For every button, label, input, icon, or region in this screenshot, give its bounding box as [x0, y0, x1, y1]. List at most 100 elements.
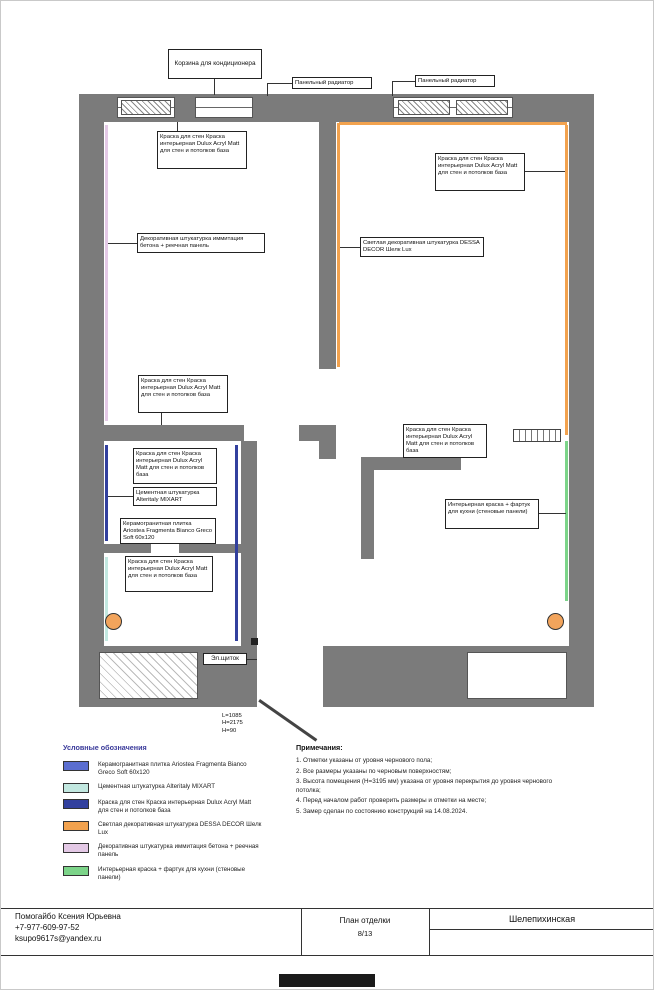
- titleblock-divider-1: [301, 908, 302, 955]
- leader-line: [247, 659, 257, 660]
- legend-swatch-decor-plaster: [63, 843, 89, 854]
- finish-strip-paint-bath-left: [105, 445, 108, 541]
- balcony-left: [99, 652, 198, 699]
- riser-symbol-right: [547, 613, 564, 630]
- legend-item-cement: Цементная штукатурка Alteritaly MIXART: [63, 783, 281, 794]
- finish-strip-paint-bath-right: [235, 445, 238, 641]
- note-item: 3. Высота помещения (Н=3195 мм) указана …: [296, 778, 553, 794]
- door-dim-width: L=1085: [222, 713, 242, 719]
- finish-strip-decor-plaster: [105, 125, 108, 421]
- finish-strip-light-decor-divider: [337, 123, 340, 367]
- titleblock-rule-top: [1, 908, 653, 909]
- legend-swatch-light-decor: [63, 821, 89, 832]
- wall-room-left-b: [299, 425, 319, 441]
- note-item: 4. Перед началом работ проверить размеры…: [296, 797, 487, 804]
- legend-label: Краска для стен Краска интерьерная Dulux…: [98, 799, 252, 815]
- titleblock-author-block: Помогайбо Ксения Юрьевна +7-977-609-97-5…: [15, 912, 121, 944]
- leader-line: [267, 83, 292, 84]
- legend-item-kitchen: Интерьерная краска + фартук для кухни (с…: [63, 865, 281, 882]
- legend-item-paint: Краска для стен Краска интерьерная Dulux…: [63, 799, 281, 815]
- legend: Условные обозначения Керамогранитная пли…: [63, 743, 281, 888]
- radiator-symbol-right-2: [456, 100, 508, 115]
- leader-line: [177, 122, 178, 131]
- leader-line: [214, 79, 215, 95]
- entrance-opening: [257, 646, 323, 707]
- legend-label: Светлая декоративная штукатурка DESSA DE…: [98, 821, 262, 837]
- callout-radiator-right: Панельный радиатор: [415, 75, 495, 87]
- callout-paint-left-mid: Краска для стен Краска интерьерная Dulux…: [138, 375, 228, 413]
- sheet-number: 8/13: [357, 929, 373, 938]
- callout-light-decor: Светлая декоративная штукатурка DESSA DE…: [360, 237, 484, 257]
- notes-title: Примечания:: [296, 743, 343, 752]
- note-item: 5. Замер сделан по состоянию конструкций…: [296, 807, 468, 815]
- author-email: ksupo9617s@yandex.ru: [15, 933, 102, 943]
- door-dim-threshold: H=90: [222, 727, 237, 734]
- wall-room-left-a: [104, 425, 244, 441]
- finish-strip-light-decor-right: [565, 125, 568, 435]
- door-dim-height: H=2175: [222, 720, 243, 727]
- sheet-title: План отделки: [339, 916, 391, 925]
- leader-line: [267, 83, 268, 96]
- callout-kitchen-panels: Интерьерная краска + фартук для кухни (с…: [445, 499, 539, 529]
- legend-title: Условные обозначения: [63, 743, 147, 752]
- radiator-symbol-left: [121, 100, 171, 115]
- project-name: Шелепихинская: [508, 914, 576, 924]
- legend-swatch-cement: [63, 783, 89, 794]
- leader-line: [108, 243, 137, 244]
- wall-kitchen-partition-v: [361, 457, 374, 559]
- legend-label: Декоративная штукатурка иммитация бетона…: [98, 843, 259, 859]
- titleblock-sheet-block: План отделки 8/13: [301, 908, 429, 938]
- legend-label: Керамогранитная плитка Ariostea Fragment…: [98, 761, 247, 777]
- balcony-right: [467, 652, 567, 699]
- titleblock-rule-bottom: [1, 955, 653, 956]
- finish-strip-light-decor-top: [339, 122, 567, 125]
- finish-strip-kitchen-green: [565, 441, 568, 601]
- legend-label: Цементная штукатурка Alteritaly MIXART: [98, 783, 216, 791]
- note-item: 1. Отметки указаны от уровня чернового п…: [296, 757, 433, 764]
- author-name: Помогайбо Ксения Юрьевна: [15, 912, 121, 921]
- leader-line: [392, 81, 393, 96]
- radiator-symbol-right-1: [398, 100, 450, 115]
- electrical-panel-symbol: [251, 638, 258, 645]
- riser-symbol-left: [105, 613, 122, 630]
- callout-paint-hall: Краска для стен Краска интерьерная Dulux…: [403, 424, 487, 458]
- callout-ac-basket: Корзина для кондиционера: [168, 49, 262, 79]
- door-dimensions-label: L=1085 H=2175 H=90: [222, 713, 272, 735]
- legend-swatch-paint: [63, 799, 89, 810]
- wall-bathroom-divider-a: [104, 544, 151, 553]
- callout-decor-plaster: Декоративная штукатурка иммитация бетона…: [137, 233, 265, 253]
- legend-item-light-decor: Светлая декоративная штукатурка DESSA DE…: [63, 821, 281, 837]
- wall-right: [569, 94, 594, 707]
- legend-swatch-kitchen: [63, 865, 89, 876]
- titleblock-rule-project: [429, 929, 653, 930]
- leader-line: [539, 513, 566, 514]
- wall-bathroom-divider-b: [179, 544, 241, 553]
- callout-radiator-left: Панельный радиатор: [292, 77, 372, 89]
- wall-divider-upper: [319, 122, 336, 369]
- wall-divider-lower: [319, 425, 336, 459]
- wall-left: [79, 94, 104, 707]
- leader-line: [392, 81, 415, 82]
- callout-paint-room-right: Краска для стен Краска интерьерная Dulux…: [435, 153, 525, 191]
- callout-electrical: Эл.щиток: [203, 653, 247, 665]
- callout-paint-bathroom: Краска для стен Краска интерьерная Dulux…: [133, 448, 217, 484]
- legend-label: Интерьерная краска + фартук для кухни (с…: [98, 865, 246, 881]
- callout-cement-plaster: Цементная штукатурка Alteritaly MIXART: [133, 487, 217, 506]
- notes: Примечания: 1. Отметки указаны от уровня…: [296, 743, 558, 818]
- callout-tile: Керамогранитная плитка Ariostea Fragment…: [120, 518, 216, 544]
- note-item: 2. Все размеры указаны по черновым повер…: [296, 767, 452, 775]
- legend-item-decor-plaster: Декоративная штукатурка иммитация бетона…: [63, 843, 281, 859]
- callout-paint-room-left: Краска для стен Краска интерьерная Dulux…: [157, 131, 247, 169]
- leader-line: [108, 496, 133, 497]
- titleblock-divider-2: [429, 908, 430, 955]
- author-phone: +7-977-609-97-52: [15, 922, 80, 932]
- callout-paint-wc: Краска для стен Краска интерьерная Dulux…: [125, 556, 213, 592]
- leader-line: [161, 413, 162, 425]
- wall-unit-symbol: [513, 429, 561, 442]
- leader-line: [340, 247, 360, 248]
- finish-strip-cement-bath: [105, 557, 108, 641]
- footer-bar: [279, 974, 375, 987]
- wall-bathroom-right: [241, 441, 257, 646]
- legend-item-tile: Керамогранитная плитка Ariostea Fragment…: [63, 761, 281, 777]
